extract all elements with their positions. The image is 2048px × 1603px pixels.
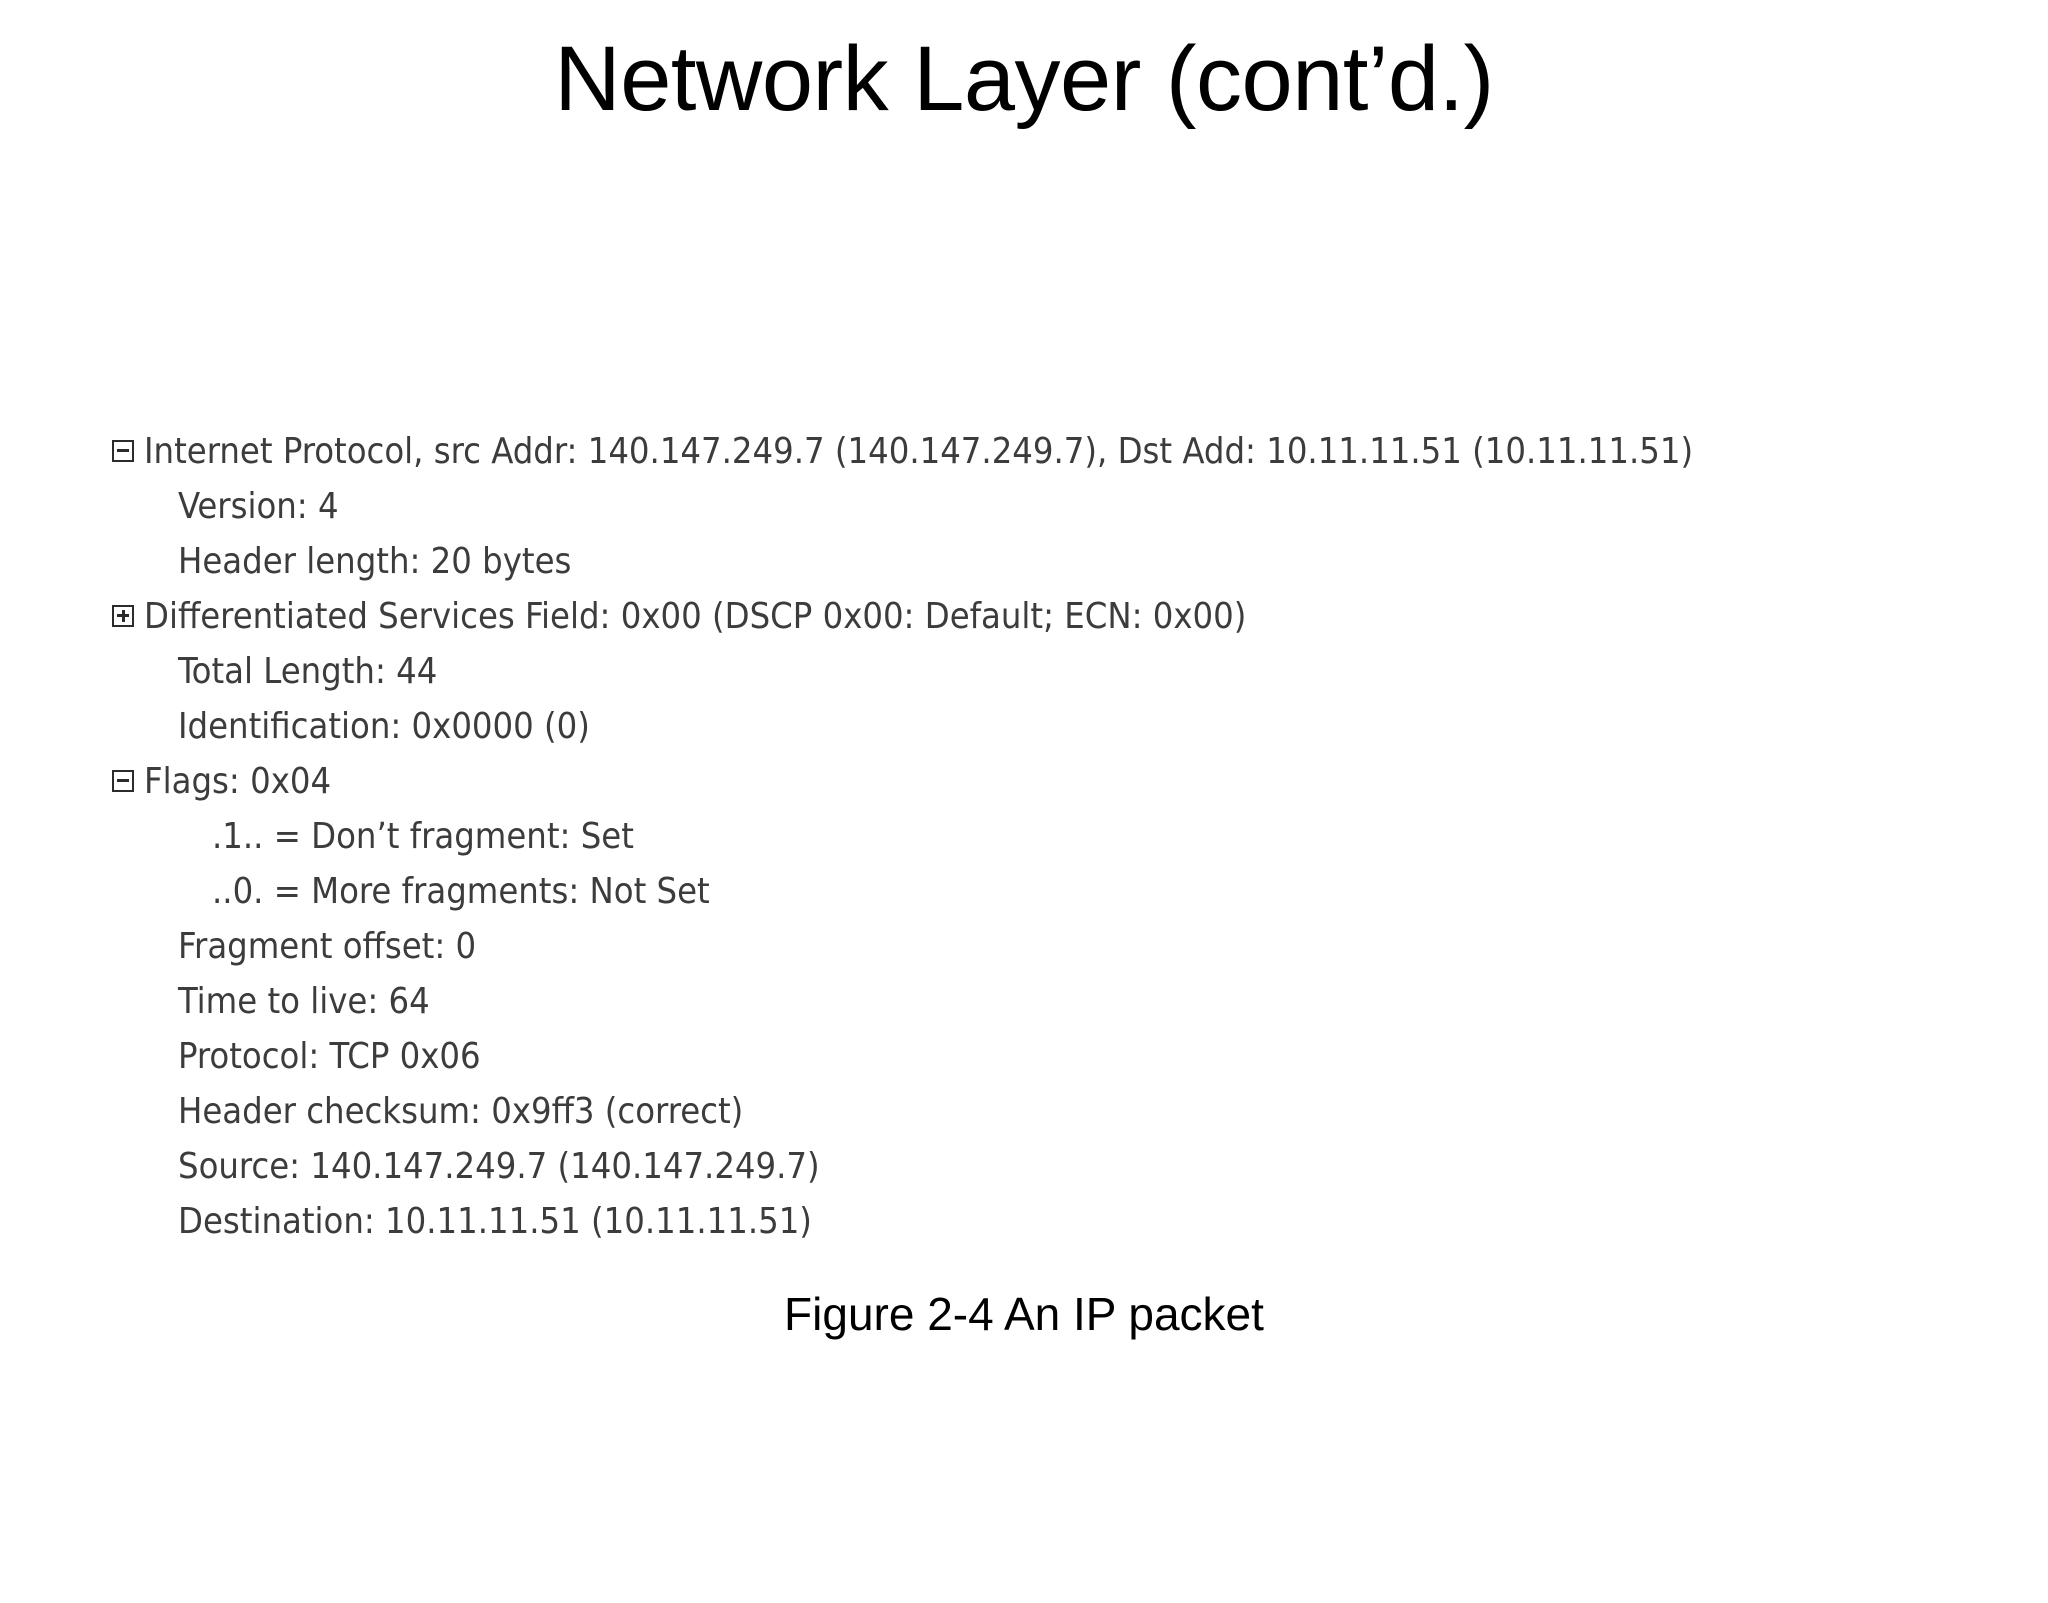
- packet-tree-row-label: Destination: 10.11.11.51 (10.11.11.51): [178, 1201, 812, 1242]
- packet-tree-row[interactable]: Differentiated Services Field: 0x00 (DSC…: [112, 589, 1952, 644]
- packet-tree-row-label: Flags: 0x04: [144, 761, 332, 802]
- packet-tree-row-label: Internet Protocol, src Addr: 140.147.249…: [144, 431, 1694, 472]
- packet-tree-row[interactable]: .1.. = Don’t fragment: Set: [112, 809, 1952, 864]
- packet-tree-row[interactable]: Identification: 0x0000 (0): [112, 699, 1952, 754]
- packet-tree-row-label: Fragment offset: 0: [178, 926, 477, 967]
- packet-tree-row[interactable]: Internet Protocol, src Addr: 140.147.249…: [112, 424, 1952, 479]
- tree-indent-spacer: [146, 661, 168, 683]
- packet-tree-row[interactable]: ..0. = More fragments: Not Set: [112, 864, 1952, 919]
- packet-tree-row[interactable]: Version: 4: [112, 479, 1952, 534]
- packet-tree-row[interactable]: Time to live: 64: [112, 974, 1952, 1029]
- tree-indent-spacer: [180, 881, 202, 903]
- packet-detail-tree: Internet Protocol, src Addr: 140.147.249…: [112, 424, 1952, 1249]
- packet-tree-row-label: Header length: 20 bytes: [178, 541, 572, 582]
- tree-indent-spacer: [146, 1156, 168, 1178]
- tree-indent-spacer: [146, 1211, 168, 1233]
- packet-tree-row[interactable]: Destination: 10.11.11.51 (10.11.11.51): [112, 1194, 1952, 1249]
- packet-tree-row[interactable]: Total Length: 44: [112, 644, 1952, 699]
- packet-tree-row-label: ..0. = More fragments: Not Set: [212, 871, 710, 912]
- packet-tree-row[interactable]: Header checksum: 0x9ff3 (correct): [112, 1084, 1952, 1139]
- packet-tree-row[interactable]: Header length: 20 bytes: [112, 534, 1952, 589]
- tree-indent-spacer: [146, 1046, 168, 1068]
- packet-tree-row-label: .1.. = Don’t fragment: Set: [212, 816, 634, 857]
- tree-indent-spacer: [146, 991, 168, 1013]
- page-title: Network Layer (cont’d.): [554, 28, 1494, 130]
- tree-indent-spacer: [146, 1101, 168, 1123]
- packet-tree-row[interactable]: Source: 140.147.249.7 (140.147.249.7): [112, 1139, 1952, 1194]
- figure-caption: Figure 2-4 An IP packet: [784, 1288, 1264, 1340]
- packet-tree-row-label: Differentiated Services Field: 0x00 (DSC…: [144, 596, 1247, 637]
- packet-tree-row-label: Version: 4: [178, 486, 339, 527]
- tree-collapse-icon[interactable]: [112, 769, 134, 792]
- packet-tree-row[interactable]: Fragment offset: 0: [112, 919, 1952, 974]
- packet-tree-row-label: Identification: 0x0000 (0): [178, 706, 590, 747]
- packet-tree-row-label: Header checksum: 0x9ff3 (correct): [178, 1091, 744, 1132]
- tree-expand-icon[interactable]: [112, 604, 134, 627]
- tree-indent-spacer: [146, 936, 168, 958]
- packet-tree-row[interactable]: Flags: 0x04: [112, 754, 1952, 809]
- packet-tree-row[interactable]: Protocol: TCP 0x06: [112, 1029, 1952, 1084]
- tree-indent-spacer: [180, 826, 202, 848]
- tree-indent-spacer: [146, 551, 168, 573]
- tree-collapse-icon[interactable]: [112, 439, 134, 462]
- packet-tree-row-label: Protocol: TCP 0x06: [178, 1036, 481, 1077]
- packet-tree-row-label: Total Length: 44: [178, 651, 438, 692]
- tree-indent-spacer: [146, 716, 168, 738]
- tree-indent-spacer: [146, 496, 168, 518]
- packet-tree-row-label: Source: 140.147.249.7 (140.147.249.7): [178, 1146, 820, 1187]
- packet-tree-row-label: Time to live: 64: [178, 981, 430, 1022]
